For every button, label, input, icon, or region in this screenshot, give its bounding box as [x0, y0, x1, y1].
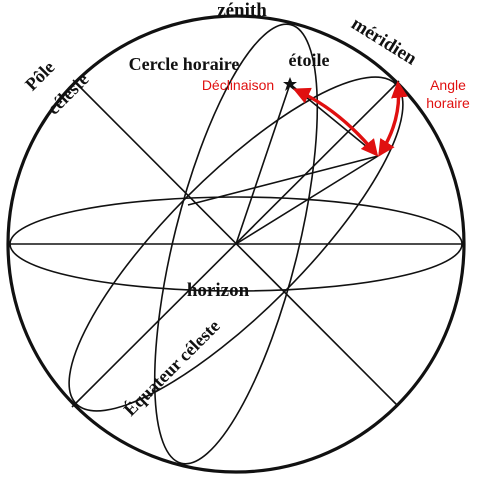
hour-angle-label-line1: Angle [430, 77, 466, 93]
equator-point-line [235, 155, 379, 245]
declination-arrow [292, 87, 379, 157]
hour-angle-arrow [378, 80, 408, 157]
horizon-label: horizon [187, 280, 250, 301]
hour-angle-label-line2: horaire [426, 95, 470, 111]
celestial-pole-label-line1: Pôle [21, 57, 58, 94]
declination-label: Déclinaison [202, 77, 274, 93]
meridian-ellipse [153, 23, 319, 465]
meridian-label: méridien [347, 13, 420, 70]
star-label: étoile [289, 50, 330, 70]
star-marker [283, 77, 297, 91]
hour-circle-chord [187, 155, 379, 206]
zenith-label: zénith [217, 0, 267, 21]
hour-circle-label: Cercle horaire [129, 54, 240, 74]
celestial-equator-label: Équateur céleste [119, 315, 224, 420]
star-radius-line [235, 83, 291, 245]
